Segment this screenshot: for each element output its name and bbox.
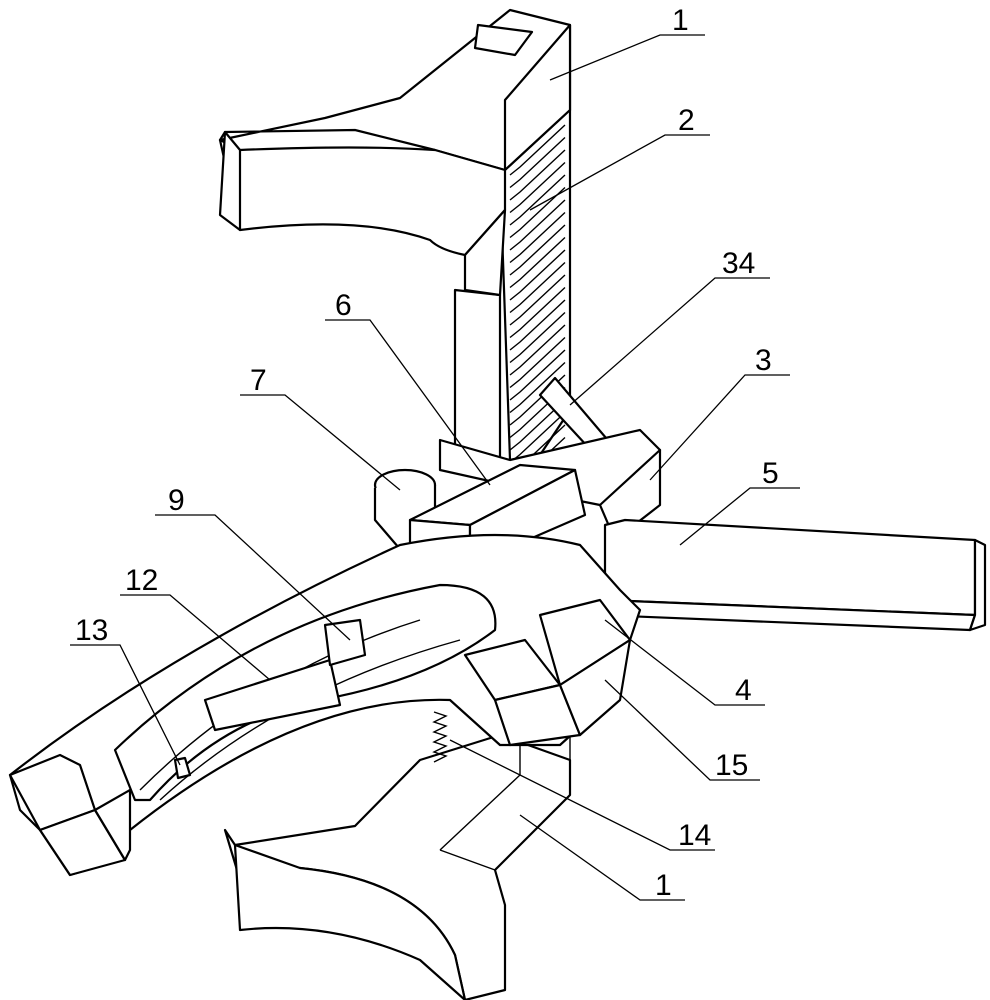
- label-13: 13: [75, 614, 108, 647]
- reference-numerals: 1 2 34 6 3 7 5 9 12 13 4 15 14 1: [75, 4, 779, 902]
- curved-arm: [8, 533, 642, 877]
- arm-end-block: [8, 753, 132, 877]
- label-12: 12: [125, 564, 158, 597]
- label-2: 2: [678, 104, 695, 137]
- label-14: 14: [678, 819, 711, 852]
- rack-tooth: [509, 236, 566, 289]
- label-34: 34: [722, 247, 755, 280]
- rack-tooth: [509, 174, 566, 226]
- label-15: 15: [715, 749, 748, 782]
- rack-tooth: [509, 324, 566, 376]
- label-4: 4: [735, 674, 752, 707]
- label-1-top: 1: [672, 4, 689, 37]
- rack-tooth: [509, 136, 566, 189]
- rack-tooth: [509, 261, 566, 314]
- label-3: 3: [755, 344, 772, 377]
- label-9: 9: [168, 484, 185, 517]
- rack-tooth: [509, 274, 566, 326]
- rack-tooth: [509, 224, 566, 276]
- vertical-column: [453, 288, 502, 462]
- rack-gear: [498, 108, 572, 489]
- rack-tooth: [509, 249, 566, 301]
- handle-lever: [598, 518, 987, 632]
- leader-lines: [70, 34, 800, 901]
- spring: [432, 711, 448, 763]
- rack-tooth: [509, 286, 566, 339]
- rack-tooth: [509, 349, 566, 401]
- rack-tooth: [509, 311, 566, 364]
- label-7: 7: [250, 364, 267, 397]
- rack-tooth: [509, 199, 566, 251]
- rack-tooth: [509, 186, 566, 239]
- rack-tooth: [509, 299, 566, 351]
- rack-tooth: [509, 161, 566, 214]
- rack-tooth: [509, 361, 566, 414]
- label-1-bottom: 1: [655, 869, 672, 902]
- rack-tooth: [509, 124, 566, 176]
- rack-tooth: [509, 336, 566, 389]
- rack-tooth: [509, 149, 566, 201]
- label-6: 6: [335, 289, 352, 322]
- rack-tooth: [509, 211, 566, 264]
- rack-tooth: [509, 399, 566, 451]
- top-head-part: [218, 8, 572, 297]
- label-5: 5: [762, 457, 779, 490]
